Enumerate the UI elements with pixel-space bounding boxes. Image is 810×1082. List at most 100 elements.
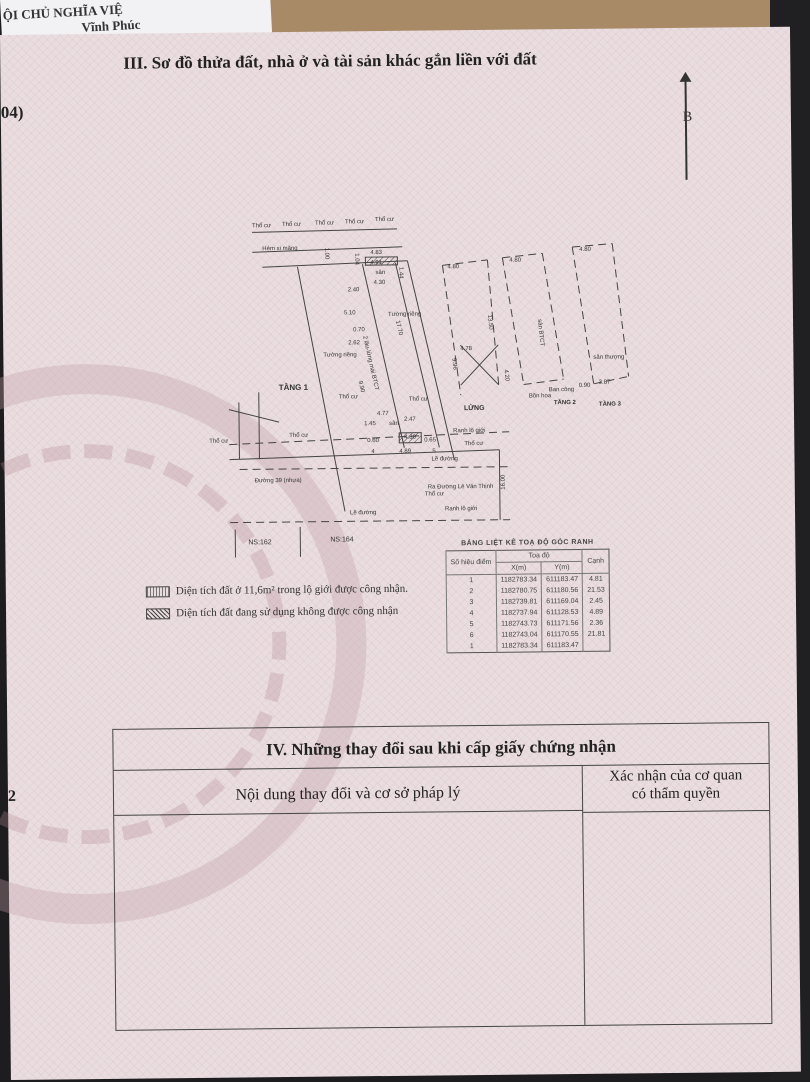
dim: 2.40 [348, 287, 360, 293]
header-edge: Cạnh [582, 549, 609, 573]
coord-cell-p: 1 [446, 574, 496, 586]
label-duong-39: Đường 39 (nhựa) [255, 478, 302, 484]
section3-title: III. Sơ đồ thửa đất, nhà ở và tài sản kh… [123, 49, 537, 73]
confirmation-line1: Xác nhận của cơ quan [583, 766, 769, 786]
coord-cell-x: 1182737.94 [496, 607, 542, 618]
dim: 9.90 [357, 380, 366, 393]
dim: 16.00 [501, 474, 507, 490]
label-san-btct: sàn BTCT [536, 319, 545, 347]
dim: 5.10 [344, 310, 356, 316]
coord-cell-x: 1182783.34 [496, 574, 542, 586]
label-tang3: TẦNG 3 [599, 401, 622, 408]
label-tho-cu: Thổ cư [425, 490, 444, 497]
label-ns164: NS:164 [330, 536, 354, 543]
label-le-duong: Lề đường [350, 510, 376, 516]
dim: 4.89 [399, 449, 411, 455]
label-le-duong: Lề đường [431, 456, 457, 462]
dotted-swatch-icon [146, 586, 170, 597]
label-tho-cu: Thổ cư [375, 216, 394, 223]
dim: 4.80 [404, 435, 416, 441]
coord-cell-p: 2 [446, 586, 496, 598]
label-bon-hoa: Bồn hoa [529, 393, 552, 399]
header-x: X(m) [496, 562, 542, 574]
land-plot-diagram: Thổ cư Thổ cư Thổ cư Thổ cư Thổ cư Hẻm x… [196, 168, 660, 558]
dim: 0.65 [424, 437, 436, 443]
north-arrow-icon [685, 80, 688, 180]
coord-cell-x: 1182783.34 [497, 640, 543, 652]
coord-cell-e: 2.36 [583, 618, 610, 629]
label-tho-cu: Thổ cư [282, 221, 301, 228]
column-header-confirmation: Xác nhận của cơ quan có thẩm quyền [583, 764, 769, 813]
column-divider [582, 811, 585, 1025]
coord-cell-p: 5 [447, 619, 497, 631]
label-tang1: TẦNG 1 [279, 382, 309, 392]
coord-cell-p: 4 [447, 608, 497, 620]
coord-cell-e: 4.81 [583, 573, 610, 585]
label-tang2: TẦNG 2 [554, 399, 577, 406]
label-tho-cu: Thổ cư [345, 218, 364, 225]
label-san-thuong: sân thượng [593, 354, 624, 360]
dim: 4.80 [579, 247, 591, 253]
dim: 2.47 [404, 417, 416, 423]
dim: 9.96 [450, 358, 457, 371]
coord-cell-y: 611180.56 [542, 585, 583, 596]
dim: 1.00 [323, 248, 329, 260]
label-san: sân [375, 270, 385, 276]
label-ns162: NS:162 [248, 539, 272, 546]
label-tuong-rieng: Tường riêng [323, 352, 356, 358]
coord-cell-y: 611183.47 [542, 640, 583, 652]
column-header-changes: Nội dung thay đổi và cơ sở pháp lý [114, 766, 583, 816]
label-ranh-lo-gioi: Ranh lộ giới [453, 428, 485, 434]
label-hem-xi-mang: Hẻm xi măng [262, 246, 297, 252]
label-tho-cu: Thổ cư [289, 432, 308, 439]
legend-text: Diện tích đất đang sử dụng không được cô… [176, 605, 398, 619]
legend-item-recognized: Diện tích đất ở 11,6m² trong lộ giới đượ… [146, 583, 408, 598]
header-point: Số hiệu điểm [446, 550, 496, 575]
dim: 0.60 [367, 438, 379, 444]
coord-cell-x: 1182780.75 [496, 585, 542, 596]
coord-cell-y: 611170.55 [542, 629, 583, 640]
dim: 1.45 [364, 421, 376, 427]
label-tho-cu: Thổ cư [409, 396, 428, 403]
coord-cell-e: 4.89 [583, 607, 610, 618]
coord-cell-y: 611183.47 [542, 573, 583, 585]
north-label: B [683, 110, 693, 126]
dim: 1.44 [397, 267, 403, 279]
label-tho-cu: Thổ cư [339, 393, 358, 400]
label-tho-cu: Thổ cư [315, 220, 334, 227]
dim: 1.04 [353, 253, 359, 265]
coordinate-table: BẢNG LIỆT KÊ TOẠ ĐỘ GÓC RANH Số hiệu điể… [445, 539, 610, 654]
dim: 3.87 [599, 380, 611, 386]
section4-table: IV. Những thay đổi sau khi cấp giấy chứn… [112, 722, 772, 1031]
coord-cell-y: 611128.53 [542, 607, 583, 618]
dim: 4.91 [370, 260, 382, 266]
label-ban-cong: Ban công [549, 387, 574, 393]
section4-title: IV. Những thay đổi sau khi cấp giấy chứn… [113, 723, 768, 771]
legend: Diện tích đất ở 11,6m² trong lộ giới đượ… [146, 583, 409, 630]
certificate-page: III. Sơ đồ thửa đất, nhà ở và tài sản kh… [0, 27, 801, 1080]
hatched-swatch-icon [146, 608, 170, 619]
coord-cell-p: 1 [447, 641, 497, 653]
coord-cell-e [583, 640, 610, 652]
header-coord: Toạ độ [496, 549, 583, 562]
coord-cell-y: 611171.56 [542, 618, 583, 629]
dim: 4.20 [503, 369, 510, 382]
coord-cell-x: 1182739.81 [496, 596, 542, 607]
dim: 4.83 [370, 250, 382, 256]
left-reference: 04) [1, 103, 24, 123]
side-number: 2 [8, 788, 16, 806]
label-tho-cu: Thổ cư [209, 438, 228, 445]
label-lung: LỬNG [464, 403, 485, 412]
label-san: sân [389, 421, 399, 427]
legend-item-unrecognized: Diện tích đất đang sử dụng không được cô… [146, 605, 408, 620]
dim: 0.70 [353, 327, 365, 333]
legend-text: Diện tích đất ở 11,6m² trong lộ giới đượ… [176, 583, 408, 597]
dim: 4.77 [377, 411, 389, 417]
header-y: Y(m) [541, 561, 582, 573]
dim: 4.78 [460, 346, 472, 352]
confirmation-line2: có thẩm quyền [583, 784, 769, 804]
coord-cell-e: 21.53 [583, 585, 610, 596]
coord-cell-x: 1182743.73 [497, 618, 543, 629]
label-tuong-rieng: Tường riêng [388, 312, 421, 318]
